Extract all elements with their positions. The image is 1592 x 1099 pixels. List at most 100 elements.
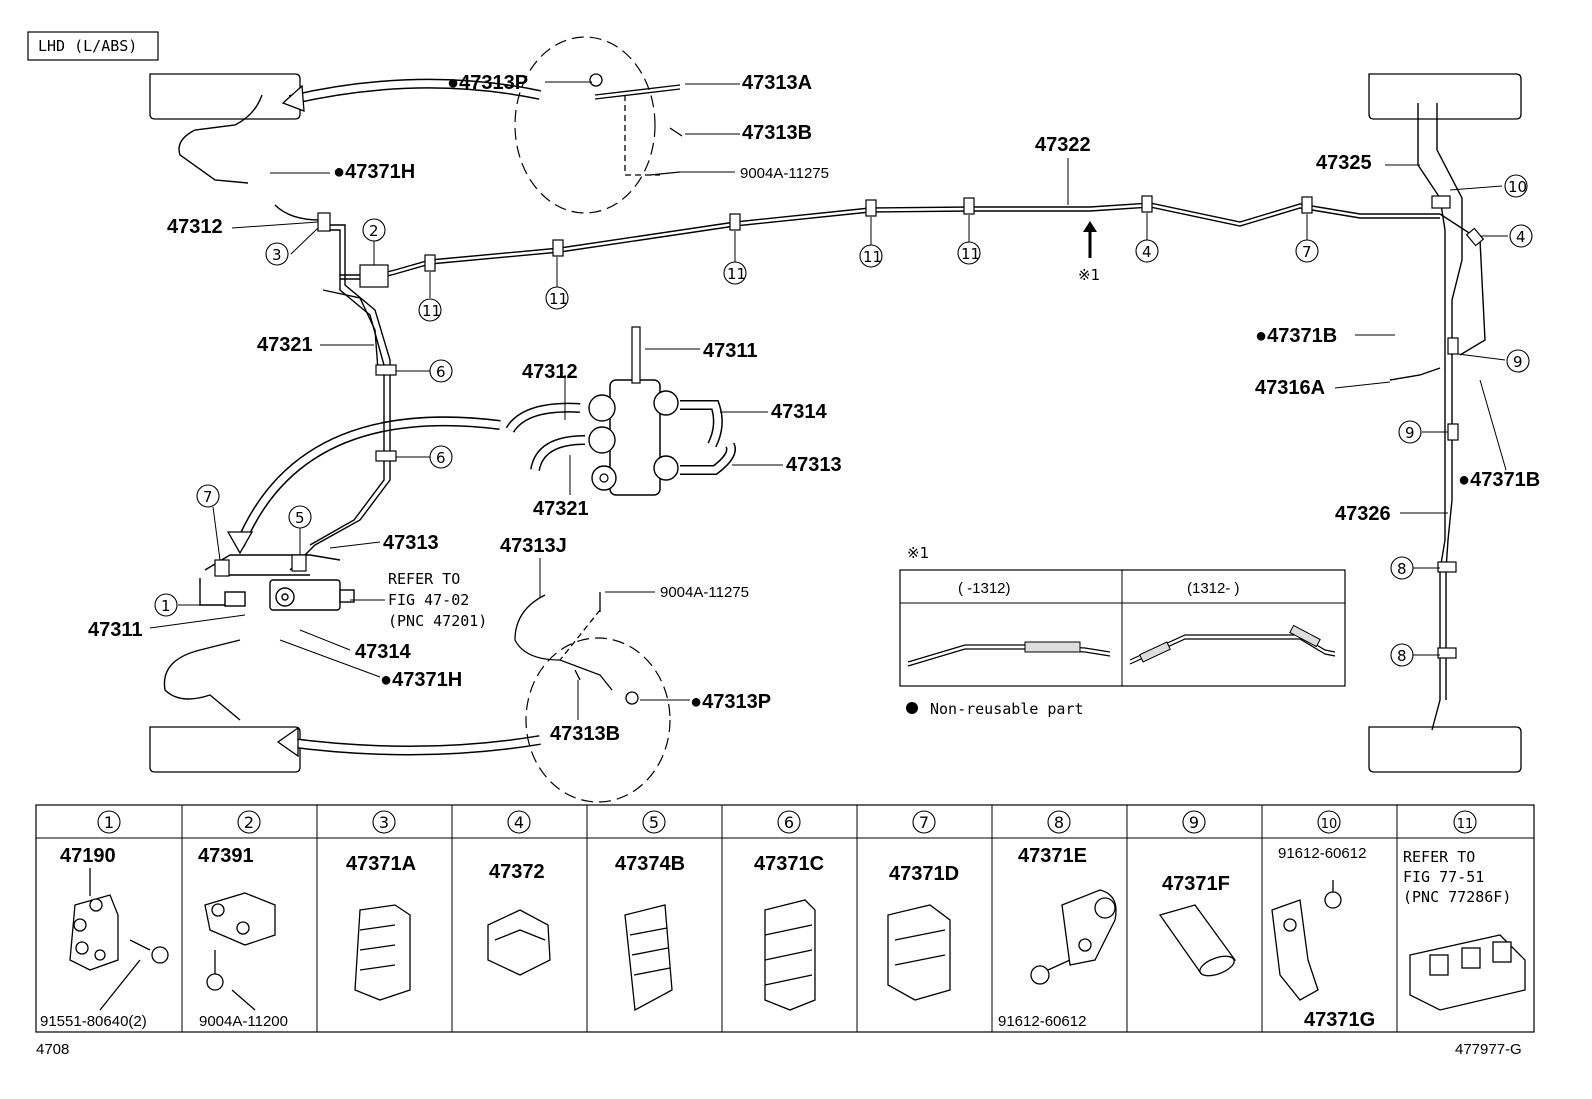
part-9004A-11200: 9004A-11200 bbox=[199, 1013, 288, 1030]
part-47374B: 47374B bbox=[615, 853, 685, 875]
refer-77-51-line-1: REFER TO bbox=[1403, 848, 1475, 866]
label-47326: 47326 bbox=[1335, 503, 1391, 525]
refer-line-3: (PNC 47201) bbox=[388, 612, 487, 630]
svg-text:11: 11 bbox=[863, 248, 882, 266]
col-6-num: 6 bbox=[784, 813, 794, 832]
part-47190: 47190 bbox=[60, 845, 116, 867]
label-47313P-top: ●47313P bbox=[447, 72, 528, 94]
sketch-47391 bbox=[204, 892, 276, 1011]
inset-variant-box: ※1 ( -1312) (1312- ) bbox=[899, 544, 1346, 687]
sketch-47371A bbox=[354, 904, 411, 1001]
col-4-num: 4 bbox=[514, 813, 524, 832]
col-3-num: 3 bbox=[379, 813, 389, 832]
col-11-num: 11 bbox=[1457, 817, 1474, 832]
part-47371E: 47371E bbox=[1018, 845, 1087, 867]
part-91612-60612-a: 91612-60612 bbox=[998, 1013, 1086, 1030]
label-47314-mid: 47314 bbox=[771, 401, 827, 423]
reference-circles: 3 2 11 11 11 11 11 4 7 10 4 9 9 8 8 6 6 … bbox=[154, 174, 1533, 667]
footer-right: 477977-G bbox=[1455, 1041, 1522, 1058]
svg-text:11: 11 bbox=[422, 302, 441, 320]
label-47322: 47322 bbox=[1035, 134, 1091, 156]
header-label: LHD (L/ABS) bbox=[38, 37, 137, 55]
label-47311-mid: 47311 bbox=[703, 340, 758, 362]
svg-text:9: 9 bbox=[1513, 353, 1523, 371]
parts-table: 1 2 3 4 5 6 7 8 9 10 11 47190 91551-8064… bbox=[35, 804, 1535, 1033]
part-47371F: 47371F bbox=[1162, 873, 1230, 895]
line-clips bbox=[214, 195, 1485, 659]
label-47313A: 47313A bbox=[742, 72, 812, 94]
label-47312-mid: 47312 bbox=[522, 361, 578, 383]
part-47372: 47372 bbox=[489, 861, 545, 883]
sketch-47372 bbox=[487, 909, 551, 976]
col-7-num: 7 bbox=[919, 813, 929, 832]
svg-text:7: 7 bbox=[1302, 243, 1312, 261]
sketch-47371C bbox=[764, 899, 816, 1011]
col-8-num: 8 bbox=[1054, 813, 1064, 832]
svg-text:2: 2 bbox=[369, 222, 379, 240]
part-91612-60612-b: 91612-60612 bbox=[1278, 845, 1366, 862]
col-1-num: 1 bbox=[104, 813, 114, 832]
label-9004A-11275-bottom: 9004A-11275 bbox=[660, 584, 749, 601]
label-47321-mid: 47321 bbox=[533, 498, 589, 520]
svg-text:8: 8 bbox=[1397, 647, 1407, 665]
label-47313J: 47313J bbox=[500, 535, 567, 557]
note-arrow: ※1 bbox=[1078, 221, 1100, 284]
svg-text:6: 6 bbox=[436, 363, 446, 381]
col-5-num: 5 bbox=[649, 813, 659, 832]
label-47371B-b: ●47371B bbox=[1458, 469, 1540, 491]
label-47313-left: 47313 bbox=[383, 532, 439, 554]
header-box: LHD (L/ABS) bbox=[27, 31, 159, 61]
part-47371A: 47371A bbox=[346, 853, 416, 875]
svg-text:3: 3 bbox=[272, 246, 282, 264]
sketch-47190 bbox=[69, 868, 169, 1011]
svg-text:8: 8 bbox=[1397, 560, 1407, 578]
flow-arrows bbox=[235, 78, 542, 756]
col-9-num: 9 bbox=[1189, 813, 1199, 832]
part-47371G: 47371G bbox=[1304, 1009, 1375, 1031]
inset-marker: ※1 bbox=[907, 544, 929, 562]
refer-line-2: FIG 47-02 bbox=[388, 591, 469, 609]
legend: Non-reusable part bbox=[906, 700, 1084, 718]
label-47313B-top: 47313B bbox=[742, 122, 812, 144]
proportioning-valve-large bbox=[505, 326, 736, 496]
part-47391: 47391 bbox=[198, 845, 254, 867]
part-91551-80640: 91551-80640(2) bbox=[40, 1013, 147, 1030]
sketch-47374B bbox=[624, 904, 673, 1012]
col-2-num: 2 bbox=[244, 813, 254, 832]
inset-right-header: (1312- ) bbox=[1187, 580, 1240, 597]
svg-text:10: 10 bbox=[1508, 178, 1527, 196]
label-47311-left: 47311 bbox=[88, 619, 143, 641]
sketch-47371E bbox=[1030, 889, 1117, 985]
svg-text:4: 4 bbox=[1516, 228, 1526, 246]
sketch-47371G bbox=[1271, 880, 1342, 1001]
label-47321-left: 47321 bbox=[257, 334, 313, 356]
label-9004A-11275-top: 9004A-11275 bbox=[740, 165, 829, 182]
label-47313P-bottom: ●47313P bbox=[690, 691, 771, 713]
part-47371D: 47371D bbox=[889, 863, 959, 885]
col-10-num: 10 bbox=[1321, 817, 1338, 832]
refer-77-51-line-3: (PNC 77286F) bbox=[1403, 888, 1511, 906]
sketch-47371D bbox=[887, 904, 951, 1001]
label-47316A: 47316A bbox=[1255, 377, 1325, 399]
part-47371C: 47371C bbox=[754, 853, 824, 875]
svg-text:5: 5 bbox=[295, 509, 305, 527]
sketch-77286F bbox=[1409, 934, 1526, 1011]
svg-text:11: 11 bbox=[549, 290, 568, 308]
label-47312-top: 47312 bbox=[167, 216, 223, 238]
label-47313-mid: 47313 bbox=[786, 454, 842, 476]
inset-left-header: ( -1312) bbox=[958, 580, 1011, 597]
label-47313B-bottom: 47313B bbox=[550, 723, 620, 745]
sketch-47371F bbox=[1158, 904, 1237, 977]
label-47371H-bottom: ●47371H bbox=[380, 669, 462, 691]
proportioning-valve-small bbox=[224, 579, 355, 611]
svg-text:4: 4 bbox=[1142, 243, 1152, 261]
svg-text:11: 11 bbox=[727, 265, 746, 283]
svg-text:6: 6 bbox=[436, 449, 446, 467]
svg-text:11: 11 bbox=[961, 245, 980, 263]
refer-line-1: REFER TO bbox=[388, 570, 460, 588]
svg-text:1: 1 bbox=[161, 597, 171, 615]
callout-labels: ●47313P 47313A 47313B 9004A-11275 47322 … bbox=[88, 72, 1540, 745]
svg-text:9: 9 bbox=[1405, 424, 1415, 442]
label-47325: 47325 bbox=[1316, 152, 1372, 174]
